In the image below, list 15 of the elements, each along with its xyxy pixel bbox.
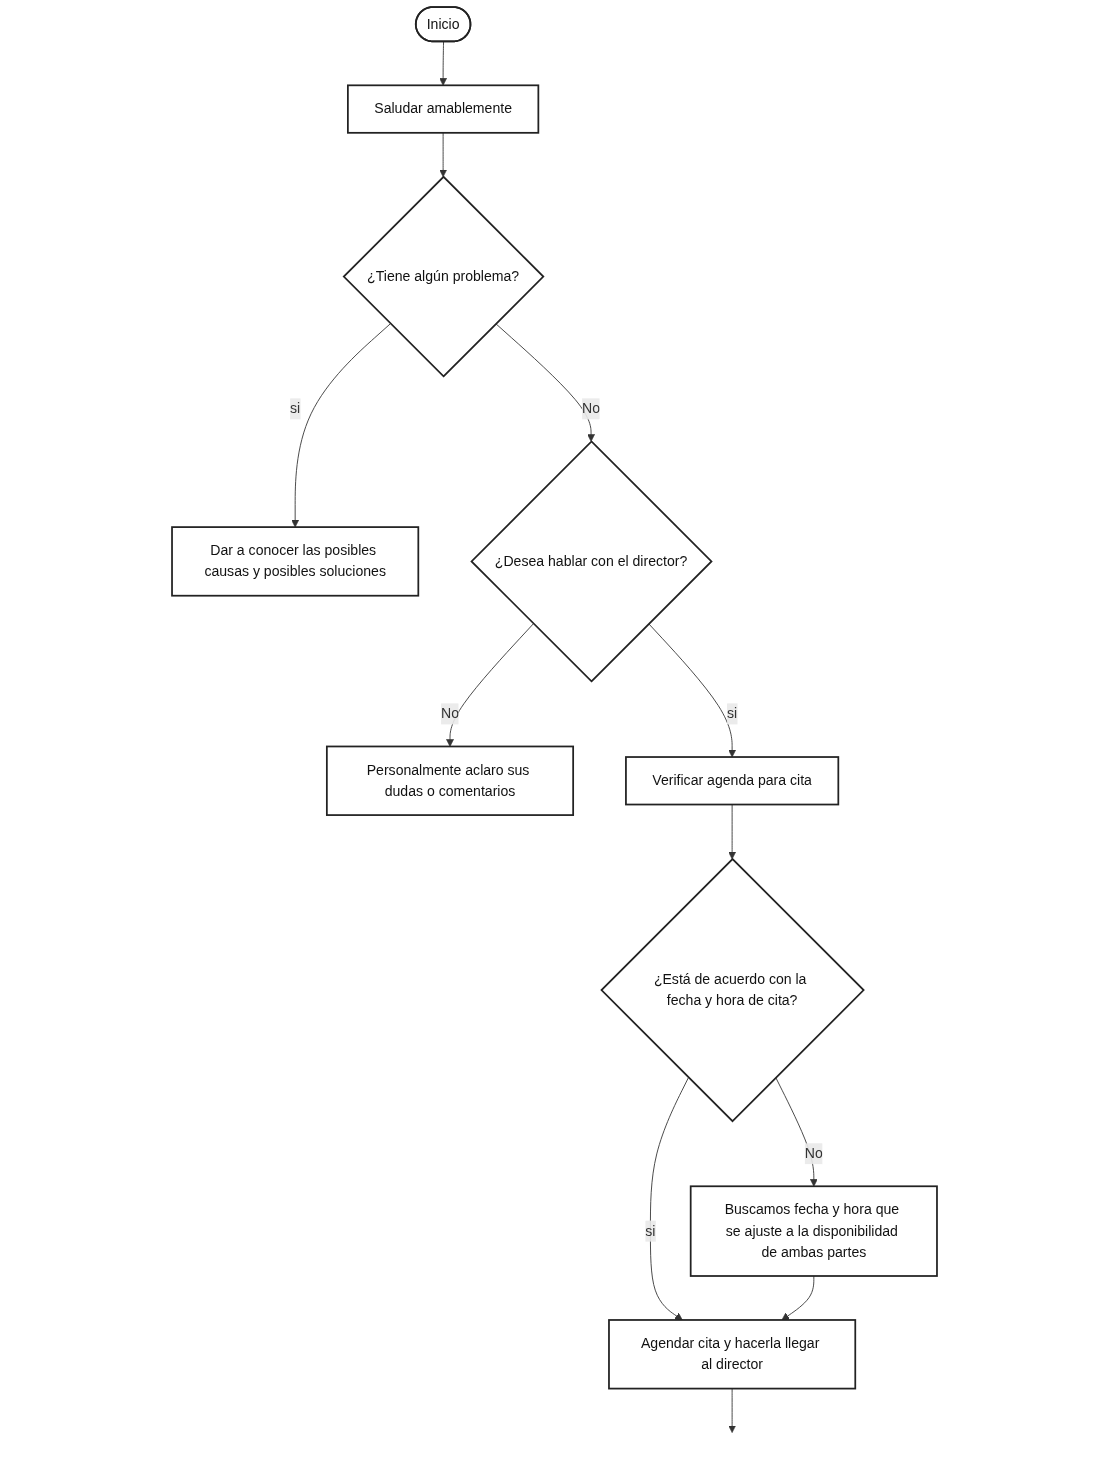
node-box: Dar a conocer las posibles causas y posibles soluciones: [171, 526, 420, 597]
node-diamond: ¿Está de acuerdo con la fecha y hora de cita?: [600, 857, 865, 1123]
edge-label: si: [290, 400, 301, 416]
node-box: Verificar agenda para cita: [625, 756, 840, 806]
edge-label: No: [582, 400, 601, 416]
node-box: Buscamos fecha y hora que se ajuste a la disponibilidad de ambas partes: [689, 1185, 938, 1277]
node-box: Personalmente aclaro sus dudas o comentarios: [326, 745, 575, 816]
edge-label: No: [804, 1145, 823, 1161]
edge-label: No: [441, 706, 459, 721]
edge-label: si: [727, 706, 738, 721]
edge-label: si: [645, 1223, 656, 1239]
node-diamond: ¿Tiene algún problema?: [342, 175, 545, 378]
node-box: Agendar cita y hacerla llegar al director: [608, 1319, 857, 1390]
node-box: Saludar amablemente: [347, 84, 540, 134]
node-diamond: ¿Desea hablar con el director?: [470, 440, 713, 683]
